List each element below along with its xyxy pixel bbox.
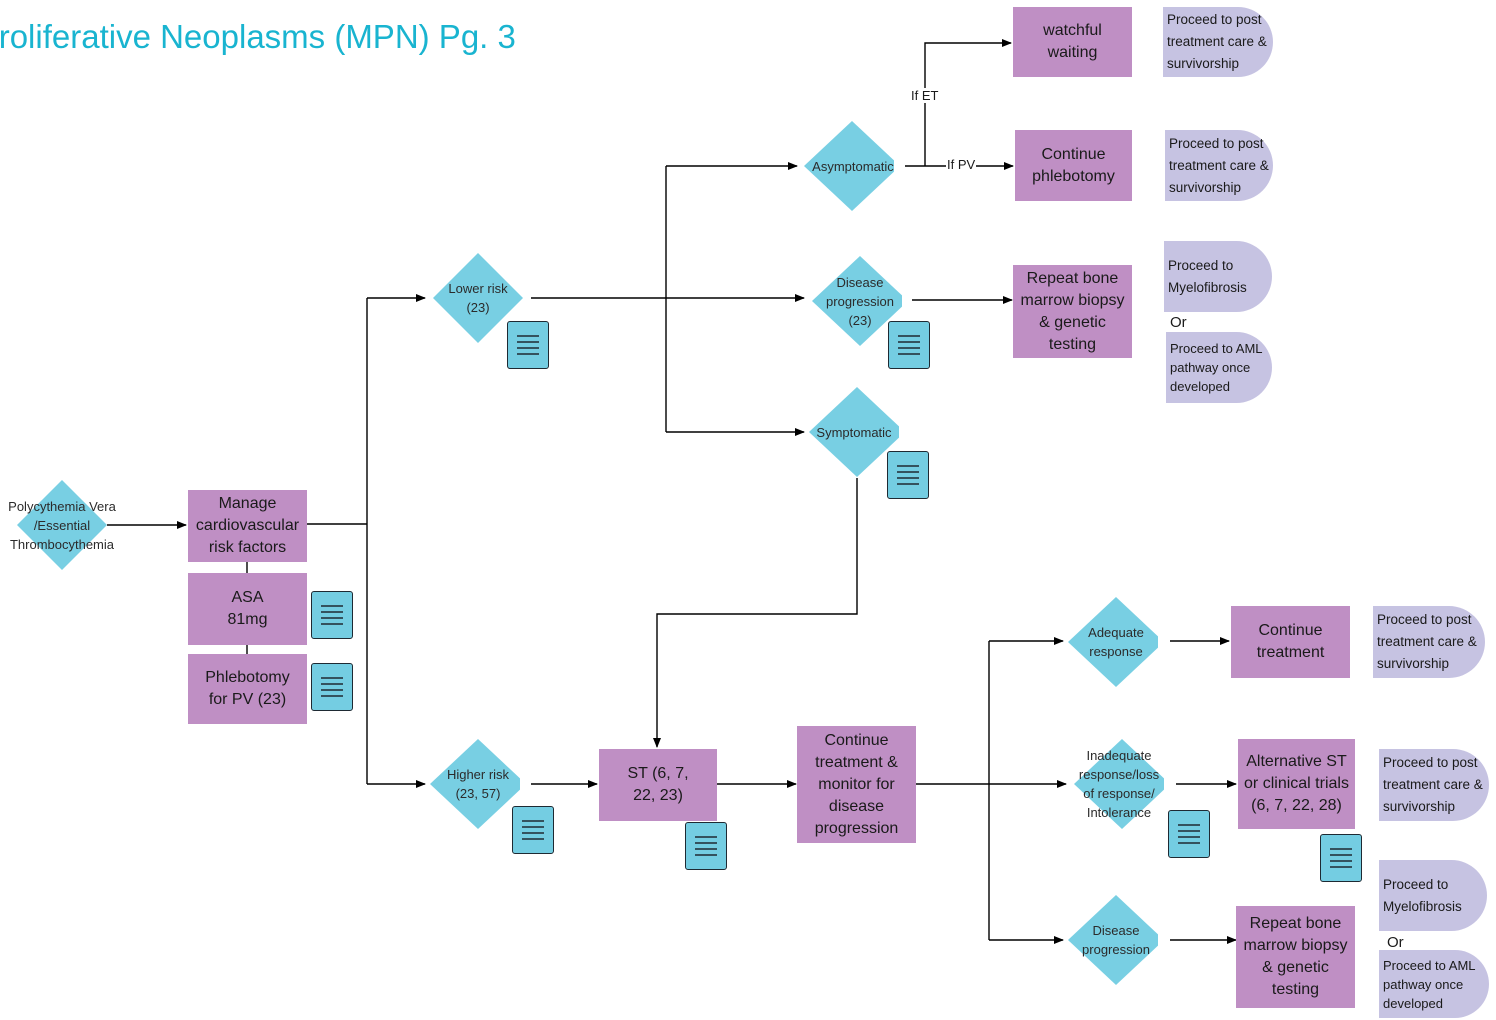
start-node: Polycythemia Vera /Essential Thrombocyth… — [8, 480, 116, 570]
disease-progression-label: Disease progression — [1082, 923, 1150, 957]
terminal-post-care-2: Proceed to post treatment care & survivo… — [1165, 130, 1273, 201]
disease-progression-23-decision: Disease progression (23) — [812, 256, 902, 346]
adequate-response-label: Adequate response — [1088, 625, 1144, 659]
document-icon[interactable] — [507, 321, 549, 369]
document-icon[interactable] — [1320, 834, 1362, 882]
start-node-label: Polycythemia Vera /Essential Thrombocyth… — [8, 498, 116, 552]
alternative-st-box: Alternative ST or clinical trials (6, 7,… — [1238, 739, 1355, 829]
or-label-1: Or — [1170, 314, 1187, 331]
if-pv-label: If PV — [946, 157, 977, 172]
symptomatic-decision: Symptomatic — [809, 387, 899, 477]
if-et-label: If ET — [910, 88, 940, 103]
repeat-biopsy-top-box: Repeat bone marrow biopsy & genetic test… — [1013, 265, 1132, 358]
terminal-aml-2: Proceed to AML pathway once developed — [1379, 950, 1489, 1018]
asa-box: ASA 81mg — [188, 573, 307, 645]
continue-phlebotomy-box: Continue phlebotomy — [1015, 130, 1132, 201]
symptomatic-label: Symptomatic — [816, 424, 892, 440]
manage-cv-risk-box: Manage cardiovascular risk factors — [188, 490, 307, 562]
terminal-myelofibrosis-1: Proceed to Myelofibrosis — [1164, 241, 1272, 312]
lower-risk-label: Lower risk (23) — [448, 281, 508, 315]
document-icon[interactable] — [311, 591, 353, 639]
terminal-myelofibrosis-2: Proceed to Myelofibrosis — [1379, 860, 1487, 931]
adequate-response-decision: Adequate response — [1068, 597, 1158, 687]
watchful-waiting-box: watchful waiting — [1013, 7, 1132, 77]
document-icon[interactable] — [887, 451, 929, 499]
continue-treatment-box: Continue treatment — [1231, 606, 1350, 678]
terminal-post-care-4: Proceed to post treatment care & survivo… — [1379, 749, 1489, 821]
terminal-post-care-1: Proceed to post treatment care & survivo… — [1163, 7, 1273, 77]
document-icon[interactable] — [1168, 810, 1210, 858]
continue-monitor-box: Continue treatment & monitor for disease… — [797, 726, 916, 843]
inadequate-response-decision: Inadequate response/loss of response/ In… — [1074, 739, 1164, 829]
asymptomatic-label: Asymptomatic — [812, 158, 894, 174]
higher-risk-decision: Higher risk (23, 57) — [430, 739, 520, 829]
terminal-post-care-3: Proceed to post treatment care & survivo… — [1373, 606, 1485, 678]
document-icon[interactable] — [685, 822, 727, 870]
disease-progression-23-label: Disease progression (23) — [826, 274, 894, 328]
page-title: oproliferative Neoplasms (MPN) Pg. 3 — [0, 18, 516, 55]
document-icon[interactable] — [311, 663, 353, 711]
st-box: ST (6, 7, 22, 23) — [599, 749, 717, 821]
or-label-2: Or — [1387, 934, 1404, 951]
phlebotomy-pv-box: Phlebotomy for PV (23) — [188, 654, 307, 724]
disease-progression-decision: Disease progression — [1068, 895, 1158, 985]
terminal-aml-1: Proceed to AML pathway once developed — [1166, 332, 1272, 403]
lower-risk-decision: Lower risk (23) — [433, 253, 523, 343]
repeat-biopsy-bottom-box: Repeat bone marrow biopsy & genetic test… — [1236, 906, 1355, 1008]
higher-risk-label: Higher risk (23, 57) — [446, 767, 510, 801]
asymptomatic-decision: Asymptomatic — [804, 121, 894, 211]
document-icon[interactable] — [512, 806, 554, 854]
document-icon[interactable] — [888, 321, 930, 369]
inadequate-response-label: Inadequate response/loss of response/ In… — [1078, 748, 1160, 820]
